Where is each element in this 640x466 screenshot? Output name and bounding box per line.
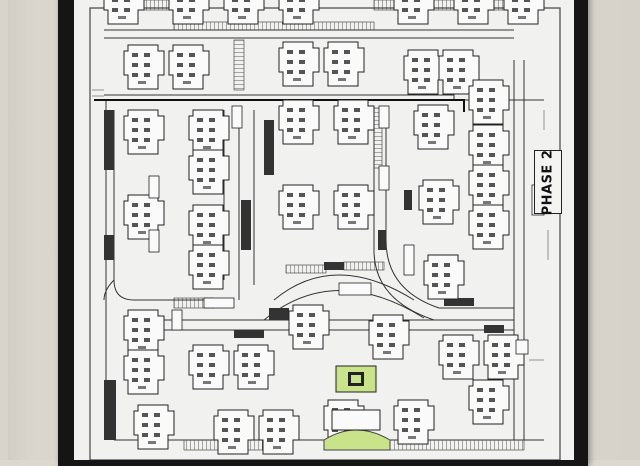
site-map-drawing: [89, 0, 561, 460]
phase-boundary-line: [94, 99, 465, 112]
phase-label: PHASE 2: [540, 149, 556, 215]
tiny-annotations: [92, 89, 549, 361]
wall-shadow: [8, 0, 30, 460]
property-boundary: [89, 7, 561, 460]
pool-deck: [323, 429, 391, 451]
phase-label-box: PHASE 2: [534, 149, 562, 215]
apartment-buildings: [103, 0, 545, 455]
site-map: PHASE 2: [74, 0, 574, 460]
highlighted-building-icon: [335, 365, 377, 393]
clubhouse-building: [331, 409, 381, 431]
